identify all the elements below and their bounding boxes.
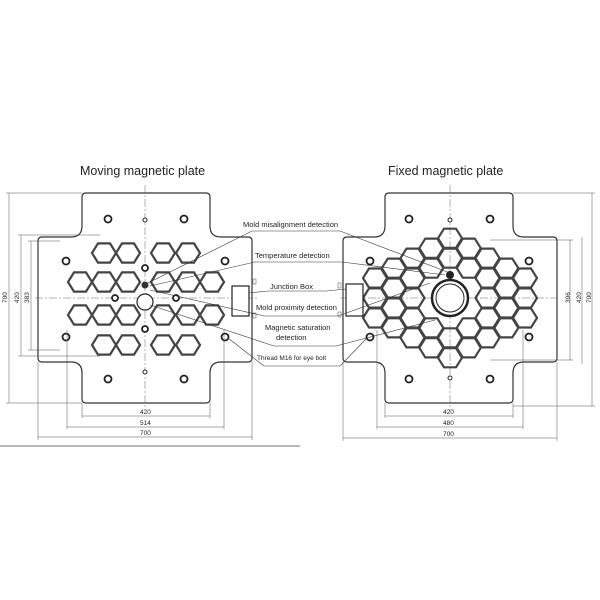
mounting-hole <box>103 214 113 224</box>
mounting-hole <box>179 374 189 384</box>
magnetic-pole-hexagon <box>174 304 202 326</box>
small-hole <box>447 217 453 223</box>
dim-moving-side-383: 383 <box>24 292 31 303</box>
mounting-holes <box>61 214 534 384</box>
mounting-hole <box>61 256 71 266</box>
proximity-sensor-icon <box>337 311 342 318</box>
magnetic-pole-hexagon <box>198 304 226 326</box>
junction-box-fixed <box>345 283 364 317</box>
fixed-dimensions <box>342 192 595 441</box>
moving-plate-magnetic-poles <box>66 242 226 356</box>
label-magnetic-saturation: Magnetic saturation <box>265 323 330 332</box>
dim-fixed-side-700: 700 <box>586 292 593 303</box>
dim-moving-side-420: 420 <box>14 292 21 303</box>
mounting-hole <box>220 332 230 342</box>
fixed-center-hole <box>435 283 465 313</box>
dim-fixed-480: 480 <box>443 420 454 427</box>
fixed-plate-outline <box>342 192 558 404</box>
proximity-sensor-icon <box>252 312 257 319</box>
label-magnetic-saturation-detection: detection <box>276 333 306 342</box>
dim-fixed-420: 420 <box>443 409 454 416</box>
fixed-locating-ring <box>430 278 470 318</box>
magnetic-pole-hexagon <box>174 242 202 264</box>
mounting-hole <box>524 332 534 342</box>
magnetic-pole-hexagon <box>90 334 118 356</box>
junction-box-moving <box>231 285 250 317</box>
magnetic-pole-hexagon <box>149 242 177 264</box>
mounting-hole <box>365 256 375 266</box>
moving-dimensions <box>0 192 300 447</box>
label-mold-misalignment-detection: Mold misalignment detection <box>243 220 338 229</box>
fixed-sensor-icon <box>446 271 454 279</box>
dim-fixed-side-396: 396 <box>565 292 572 303</box>
magnetic-pole-hexagon <box>114 304 142 326</box>
moving-center-hole <box>136 293 154 311</box>
label-mold-proximity-detection: Mold proximity detection <box>256 303 337 312</box>
mounting-hole <box>179 214 189 224</box>
fixed-plate-title: Fixed magnetic plate <box>388 164 503 178</box>
fixed-plate-magnetic-poles <box>361 227 539 369</box>
magnetic-pole-hexagon <box>511 307 539 329</box>
small-hole <box>142 369 148 375</box>
label-thread-m16: Thread M16 for eye bolt <box>257 355 326 362</box>
magnetic-pole-hexagon <box>174 334 202 356</box>
magnetic-pole-hexagon <box>90 304 118 326</box>
mounting-hole <box>103 374 113 384</box>
mounting-hole <box>524 256 534 266</box>
label-temperature-detection: Temperature detection <box>255 251 330 260</box>
mounting-hole <box>404 374 414 384</box>
bolt-hole <box>141 325 149 333</box>
moving-plate-title: Moving magnetic plate <box>80 164 205 178</box>
magnetic-pole-hexagon <box>66 271 94 293</box>
dim-moving-420: 420 <box>140 409 151 416</box>
mounting-hole <box>404 214 414 224</box>
moving-plate-outline <box>37 192 253 404</box>
magnetic-pole-hexagon <box>149 334 177 356</box>
moving-sensor-icon <box>141 281 149 289</box>
mounting-hole <box>61 332 71 342</box>
label-junction-box: Junction Box <box>270 282 313 291</box>
bolt-hole <box>141 264 149 272</box>
magnetic-pole-hexagon <box>114 242 142 264</box>
magnetic-pole-hexagon <box>90 271 118 293</box>
dim-moving-side-700: 700 <box>2 292 9 303</box>
dim-fixed-side-420: 420 <box>576 292 583 303</box>
proximity-sensor-icon <box>337 282 342 289</box>
mounting-hole <box>485 214 495 224</box>
magnetic-pole-hexagon <box>198 271 226 293</box>
magnetic-pole-hexagon <box>511 267 539 289</box>
dim-moving-700: 700 <box>140 430 151 437</box>
magnetic-pole-hexagon <box>174 271 202 293</box>
dim-fixed-700: 700 <box>443 431 454 438</box>
magnetic-pole-hexagon <box>66 304 94 326</box>
mounting-hole <box>220 256 230 266</box>
magnetic-pole-hexagon <box>114 334 142 356</box>
leader-lines <box>147 230 451 367</box>
dim-moving-514: 514 <box>140 420 151 427</box>
small-hole <box>142 217 148 223</box>
magnetic-pole-hexagon <box>149 304 177 326</box>
bolt-hole <box>111 294 119 302</box>
small-hole <box>447 375 453 381</box>
magnetic-pole-hexagon <box>114 271 142 293</box>
proximity-sensor-icon <box>252 278 257 285</box>
mounting-hole <box>485 374 495 384</box>
magnetic-pole-hexagon <box>90 242 118 264</box>
